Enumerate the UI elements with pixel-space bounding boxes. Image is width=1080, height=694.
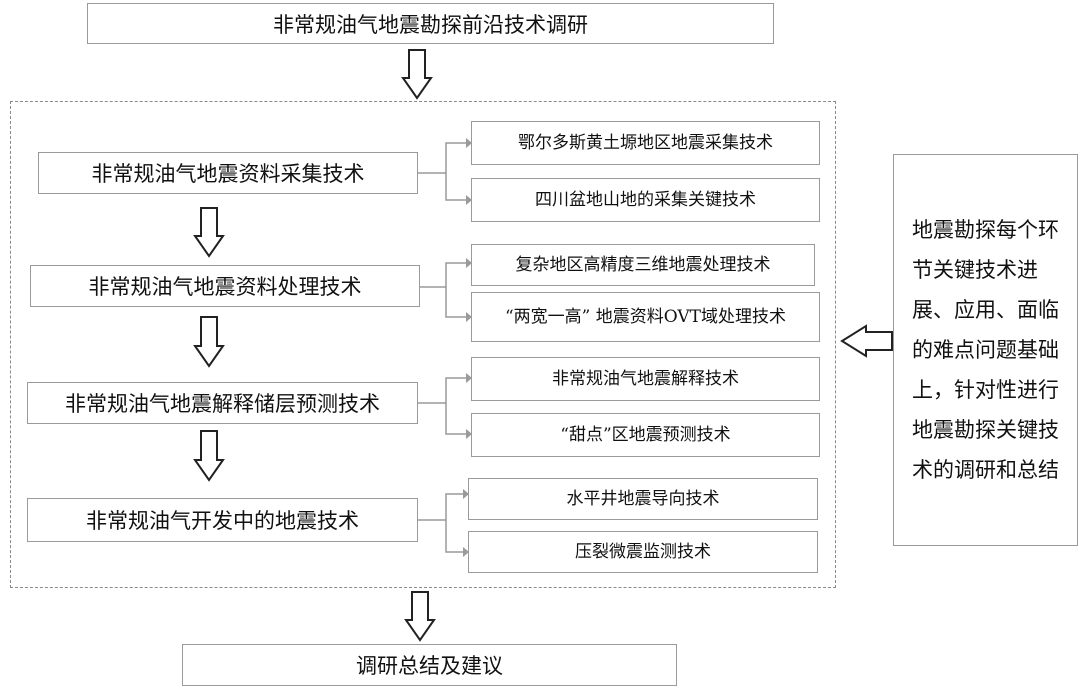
group-1-title: 非常规油气地震资料采集技术 (91, 162, 365, 186)
left-arrow-side (840, 324, 893, 358)
group-1-item-2-text: 四川盆地山地的采集关键技术 (535, 190, 756, 210)
down-arrow-1 (193, 207, 225, 258)
group-3-title: 非常规油气地震解释储层预测技术 (65, 392, 380, 416)
bottom-summary-text: 调研总结及建议 (356, 654, 503, 678)
group-2-item-2-box: “两宽一高” 地震资料OVT域处理技术 (471, 292, 820, 342)
group-2-item-2-text: “两宽一高” 地震资料OVT域处理技术 (504, 307, 787, 327)
top-title-box: 非常规油气地震勘探前沿技术调研 (87, 3, 774, 44)
technology-group-frame (10, 101, 836, 588)
top-title-text: 非常规油气地震勘探前沿技术调研 (273, 12, 588, 37)
group-1-item-1-text: 鄂尔多斯黄土塬地区地震采集技术 (518, 133, 773, 153)
group-3-box: 非常规油气地震解释储层预测技术 (27, 382, 418, 424)
side-note-box: 地震勘探每个环节关键技术进展、应用、面临的难点问题基础上，针对性进行地震勘探关键… (893, 154, 1078, 546)
bottom-summary-box: 调研总结及建议 (182, 644, 677, 686)
connector-group-1 (418, 142, 466, 174)
group-3-item-1-box: 非常规油气地震解释技术 (471, 357, 820, 401)
group-2-item-1-box: 复杂地区高精度三维地震处理技术 (471, 244, 815, 286)
group-4-item-2-text: 压裂微震监测技术 (575, 542, 711, 562)
group-3-item-1-text: 非常规油气地震解释技术 (552, 369, 739, 389)
group-4-box: 非常规油气开发中的地震技术 (27, 498, 418, 542)
connector-group-4 (418, 493, 463, 521)
group-1-box: 非常规油气地震资料采集技术 (38, 152, 418, 194)
group-2-box: 非常规油气地震资料处理技术 (30, 265, 420, 307)
group-4-title: 非常规油气开发中的地震技术 (86, 509, 359, 533)
down-arrow-2 (193, 316, 225, 368)
group-3-item-2-text: “甜点”区地震预测技术 (560, 425, 731, 445)
group-4-item-1-box: 水平井地震导向技术 (468, 478, 818, 520)
group-2-title: 非常规油气地震资料处理技术 (88, 275, 362, 299)
group-1-item-1-box: 鄂尔多斯黄土塬地区地震采集技术 (471, 121, 820, 165)
group-3-item-2-box: “甜点”区地震预测技术 (471, 413, 820, 457)
group-1-item-2-box: 四川盆地山地的采集关键技术 (471, 178, 820, 222)
down-arrow-top (401, 49, 433, 100)
down-arrow-3 (193, 430, 225, 482)
group-2-item-1-text: 复杂地区高精度三维地震处理技术 (515, 255, 771, 275)
down-arrow-bottom (404, 591, 436, 642)
side-note-text: 地震勘探每个环节关键技术进展、应用、面临的难点问题基础上，针对性进行地震勘探关键… (912, 218, 1059, 482)
connector-group-3 (418, 377, 466, 404)
group-4-item-1-text: 水平井地震导向技术 (566, 489, 720, 509)
group-4-item-2-box: 压裂微震监测技术 (468, 531, 818, 573)
connector-group-2 (420, 262, 466, 288)
